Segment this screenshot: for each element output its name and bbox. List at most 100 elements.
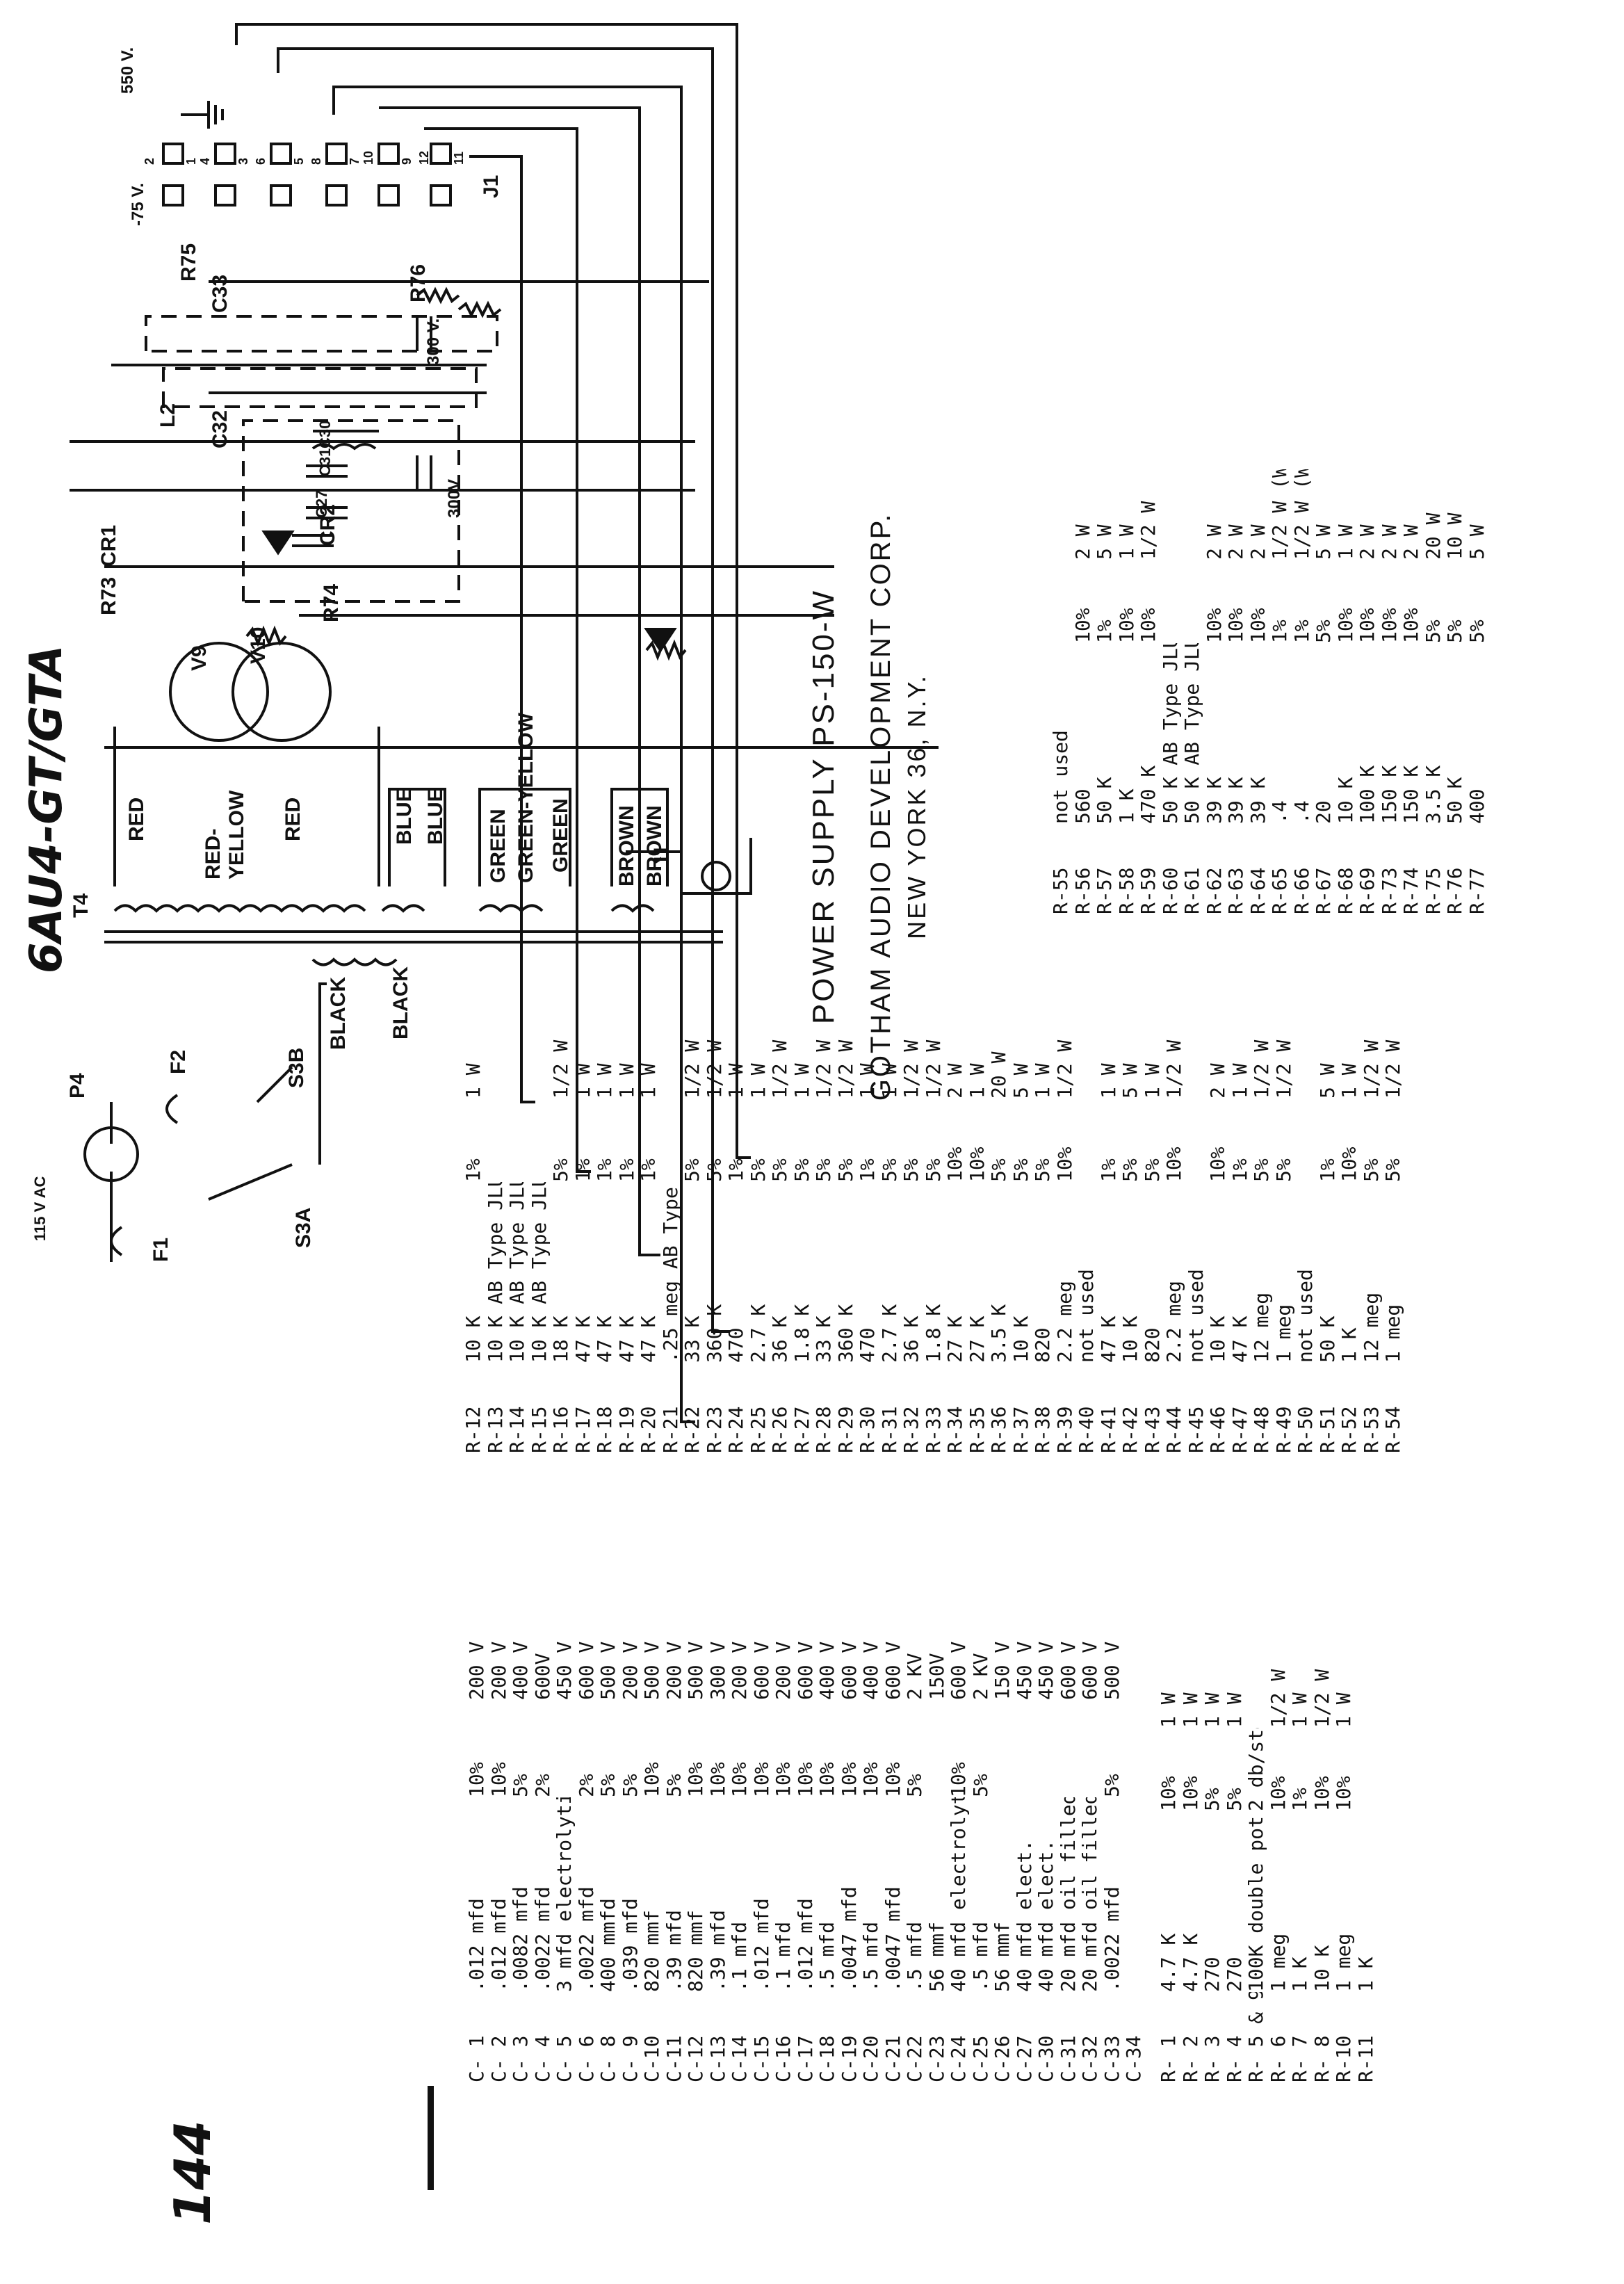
label-blue-1: BLUE <box>393 788 416 845</box>
label-f2: F2 <box>167 1049 190 1074</box>
part-ref: R-57 <box>1094 867 1116 914</box>
part-ref: R-21 <box>659 1406 682 1453</box>
part-ref: R-40 <box>1075 1406 1098 1453</box>
part-rating <box>1294 1008 1317 1099</box>
part-tolerance: 1% <box>638 1158 660 1182</box>
label-red-1: RED <box>125 797 148 841</box>
label-c27: C27 <box>313 489 330 518</box>
label-green-1: GREEN <box>487 809 510 883</box>
part-row: C-34 <box>1123 1568 1145 2082</box>
pin-label-9: 9 <box>400 157 414 165</box>
part-tolerance: 5% <box>1032 1158 1054 1182</box>
part-tolerance: 5% <box>1141 1158 1164 1182</box>
part-tolerance: 10% <box>750 1762 773 1797</box>
part-tolerance: 5% <box>1360 1158 1383 1182</box>
part-value: .5 mfd <box>969 1921 992 1992</box>
part-value: .012 mfd <box>487 1898 510 1992</box>
part-tolerance: 5% <box>1444 619 1466 643</box>
part-tolerance: 10% <box>487 1762 510 1797</box>
part-value: 50 K AB Type JLU pot <box>1181 643 1203 824</box>
part-rating: 1 W <box>1201 1692 1224 1728</box>
secondary-winding-brown <box>610 904 655 913</box>
connector-pins <box>162 143 452 206</box>
part-tolerance: 10% <box>966 1147 989 1182</box>
part-rating: 1 W <box>1289 1692 1311 1728</box>
part-ref: R-45 <box>1185 1406 1208 1453</box>
label-minus75v: -75 V. <box>129 183 147 226</box>
label-r73: R73 <box>97 576 120 615</box>
part-value: 40 mfd electrolytic <box>948 1797 970 1992</box>
part-row: R-40 not used <box>1075 1008 1098 1453</box>
part-tolerance <box>506 1099 528 1182</box>
part-ref: R-25 <box>747 1406 770 1453</box>
part-rating: 1 W <box>1158 1692 1180 1728</box>
part-rating: 5 W <box>1465 524 1488 560</box>
part-tolerance: 10% <box>685 1762 707 1797</box>
part-tolerance: 5% <box>988 1158 1010 1182</box>
part-value: not used <box>1075 1269 1098 1363</box>
part-tolerance: 5% <box>1382 1158 1404 1182</box>
label-r74: R74 <box>320 583 343 622</box>
part-rating: 1 W <box>856 1063 879 1099</box>
part-tolerance: 5% <box>1009 1158 1032 1182</box>
part-tolerance: 10% <box>1338 1147 1361 1182</box>
part-ref: C-16 <box>772 2035 795 2082</box>
part-value: 400 mmfd <box>597 1898 619 1992</box>
wire-loop-6 <box>469 155 535 1103</box>
part-rating <box>660 1008 682 1099</box>
part-tolerance: 10% <box>641 1762 663 1797</box>
part-value: 10 K <box>1310 1945 1333 1992</box>
part-ref: R-62 <box>1203 867 1226 914</box>
part-value: 47 K <box>1228 1315 1251 1363</box>
part-rating: 200 V <box>663 1641 685 1700</box>
part-value: 820 <box>1141 1327 1164 1363</box>
part-rating: 600 V <box>1079 1641 1101 1700</box>
label-v10: V10 <box>247 626 270 664</box>
part-value: 270 <box>1201 1957 1224 1992</box>
part-rating: 1/2 W <box>922 1039 945 1099</box>
part-rating: 1 W <box>571 1063 594 1099</box>
part-value: not used <box>1050 730 1072 824</box>
part-rating: 1/2 W <box>1360 1039 1383 1099</box>
part-ref: R-77 <box>1465 867 1488 914</box>
part-value: 400 <box>1465 788 1488 824</box>
part-ref: R-63 <box>1225 867 1247 914</box>
wire-loop-3 <box>332 86 695 1423</box>
part-value: 12 meg <box>1251 1292 1273 1363</box>
part-rating: 600 V <box>1057 1641 1080 1700</box>
part-rating: 500 V <box>1101 1641 1123 1700</box>
label-f1: F1 <box>149 1237 172 1262</box>
part-ref: R-55 <box>1050 867 1072 914</box>
part-value: 1.8 K <box>922 1304 945 1363</box>
part-rating: 500 V <box>597 1641 619 1700</box>
rectifier-wiring <box>104 565 939 749</box>
label-l2: L2 <box>156 403 179 428</box>
part-tolerance: 1% <box>1094 619 1116 643</box>
part-rating: 1 W <box>790 1063 813 1099</box>
part-tolerance: 5% <box>510 1774 532 1797</box>
part-tolerance <box>1355 1728 1377 1811</box>
part-value: 820 mmf <box>685 1909 707 1992</box>
part-ref: R-46 <box>1207 1406 1229 1453</box>
capacitor-c30 <box>306 464 348 478</box>
part-value: 470 K <box>1137 765 1160 824</box>
part-ref: C-32 <box>1079 2035 1101 2082</box>
part-value: 1 meg <box>1272 1304 1295 1363</box>
